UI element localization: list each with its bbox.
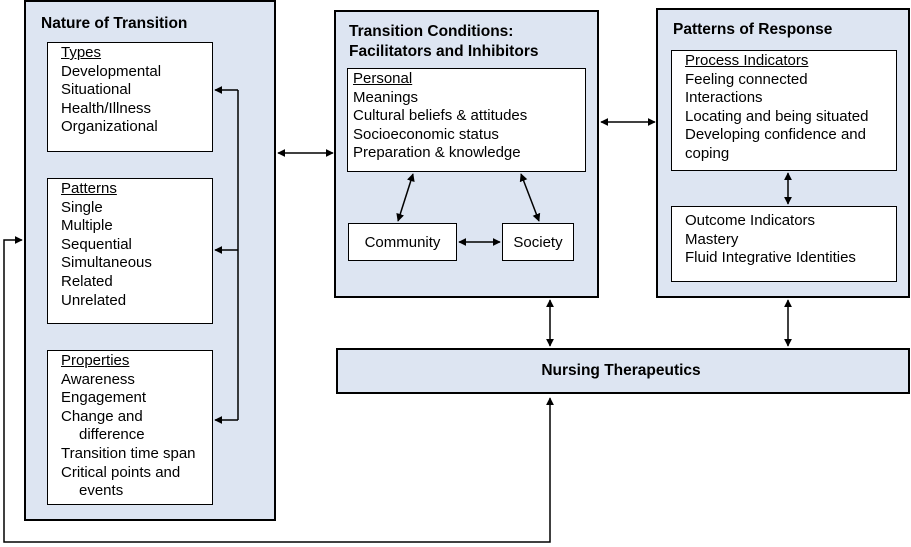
personal-box: Personal Meanings Cultural beliefs & att…: [347, 68, 586, 172]
outcome-item: Mastery: [685, 230, 739, 248]
properties-item: difference: [79, 426, 145, 444]
process-item: Locating and being situated: [685, 107, 869, 125]
properties-item: Change and: [61, 407, 143, 425]
properties-item: events: [79, 482, 124, 500]
patterns-of-response-title: Patterns of Response: [673, 21, 833, 38]
personal-item: Socioeconomic status: [353, 125, 499, 143]
nursing-therapeutics-title: Nursing Therapeutics: [541, 362, 701, 379]
process-item: Developing confidence and: [685, 126, 866, 144]
types-box: Types Developmental Situational Health/I…: [47, 42, 213, 152]
patterns-item: Single: [61, 198, 103, 216]
process-indicators-box: Process Indicators Feeling connected Int…: [671, 50, 897, 171]
process-indicators-header: Process Indicators: [685, 52, 809, 69]
types-item: Developmental: [61, 62, 162, 80]
outcome-item: Fluid Integrative Identities: [685, 249, 856, 267]
outcome-indicators-box: Outcome Indicators Mastery Fluid Integra…: [671, 206, 897, 282]
process-item: coping: [685, 144, 730, 162]
types-header: Types: [61, 44, 102, 61]
feedback-loop-line: [3, 236, 554, 543]
transition-conditions-title-line1: Transition Conditions:: [349, 23, 514, 40]
personal-item: Preparation & knowledge: [353, 144, 521, 162]
outcome-indicators-header: Outcome Indicators: [685, 212, 816, 229]
process-item: Feeling connected: [685, 70, 808, 88]
arrow-personal-community: [396, 173, 415, 222]
personal-header: Personal: [353, 70, 413, 87]
patterns-header: Patterns: [61, 180, 117, 197]
patterns-item: Multiple: [61, 217, 113, 235]
properties-item: Transition time span: [61, 444, 196, 462]
nature-of-transition-title: Nature of Transition: [41, 15, 188, 32]
types-item: Organizational: [61, 118, 158, 136]
transition-conditions-title: Transition Conditions: Facilitators and …: [349, 22, 538, 62]
types-item: Health/Illness: [61, 99, 152, 117]
process-item: Interactions: [685, 89, 763, 107]
transition-conditions-title-line2: Facilitators and Inhibitors: [349, 43, 539, 60]
personal-item: Meanings: [353, 88, 419, 106]
arrow-personal-society: [519, 173, 541, 222]
properties-item: Critical points and: [61, 463, 181, 481]
personal-item: Cultural beliefs & attitudes: [353, 107, 528, 125]
types-item: Situational: [61, 81, 132, 99]
